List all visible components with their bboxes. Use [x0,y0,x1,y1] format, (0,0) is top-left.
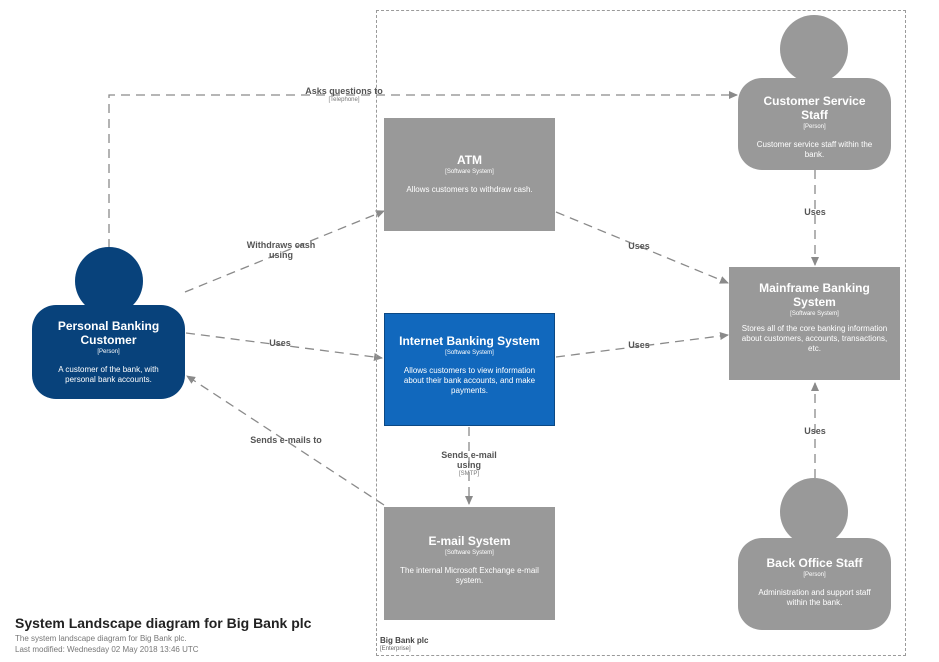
system-mainframe[interactable]: Mainframe Banking System [Software Syste… [729,267,900,380]
system-description: Stores all of the core banking informati… [741,324,888,353]
edge-label-text: Uses [269,338,291,348]
diagram-last-modified: Last modified: Wednesday 02 May 2018 13:… [15,645,199,654]
edge-label-text: Uses [804,207,826,217]
person-body: Back Office Staff [Person] Administratio… [738,538,891,630]
system-email[interactable]: E-mail System [Software System] The inte… [384,507,555,620]
system-name: Mainframe Banking System [759,281,870,309]
person-type: [Person] [803,572,826,578]
edge-label-text: Uses [628,241,650,251]
enterprise-boundary [376,10,906,656]
diagram-title: System Landscape diagram for Big Bank pl… [15,615,312,631]
edge-label-sends-email-using: Sends e-mail using [SMTP] [436,450,502,478]
edge-label-text: Sends e-mails to [250,435,322,445]
diagram-description: The system landscape diagram for Big Ban… [15,634,187,643]
person-body: Personal Banking Customer [Person] A cus… [32,305,185,399]
system-type: [Software System] [445,550,494,556]
person-name: Back Office Staff [766,556,863,570]
system-type: [Software System] [790,311,839,317]
system-type: [Software System] [445,350,494,356]
person-name: Customer Service Staff [763,94,866,122]
edge-technology: [SMTP] [458,471,479,477]
edge-label-text: Withdraws cash using [246,240,316,260]
edge-label-ibs-uses-mainframe: Uses [614,340,664,350]
system-description: Allows customers to view information abo… [403,366,536,395]
person-description: Administration and support staff within … [758,588,871,607]
person-head-icon [780,15,848,83]
edge-label-text: Asks questions to [305,86,383,96]
person-description: A customer of the bank, with personal ba… [58,365,159,384]
person-name: Personal Banking Customer [57,319,160,347]
boundary-name: Big Bank plc [380,636,429,645]
edge-label-customer-uses-ibs: Uses [255,338,305,348]
system-description: Allows customers to withdraw cash. [406,185,533,194]
system-internet-banking[interactable]: Internet Banking System [Software System… [384,313,555,426]
system-name: ATM [456,153,483,167]
system-atm[interactable]: ATM [Software System] Allows customers t… [384,118,555,231]
person-type: [Person] [97,349,120,355]
person-head-icon [75,247,143,315]
edge-technology: [Telephone] [328,97,360,103]
edge-label-atm-uses-mainframe: Uses [614,241,664,251]
edge-label-withdraws-cash: Withdraws cash using [236,240,326,260]
system-name: Internet Banking System [399,334,540,348]
edge-label-text: Uses [628,340,650,350]
edge-label-backoffice-uses-mainframe: Uses [790,426,840,436]
system-name: E-mail System [428,534,511,548]
boundary-type: [Enterprise] [380,646,411,652]
edge-label-staff-uses-mainframe: Uses [790,207,840,217]
person-body: Customer Service Staff [Person] Customer… [738,78,891,170]
person-description: Customer service staff within the bank. [756,140,873,159]
system-description: The internal Microsoft Exchange e-mail s… [400,566,539,585]
system-type: [Software System] [445,169,494,175]
edge-label-sends-emails: Sends e-mails to [236,435,336,445]
person-head-icon [780,478,848,546]
edge-label-text: Sends e-mail using [441,450,497,470]
edge-label-text: Uses [804,426,826,436]
person-type: [Person] [803,124,826,130]
edge-label-asks-questions: Asks questions to [Telephone] [294,86,394,104]
